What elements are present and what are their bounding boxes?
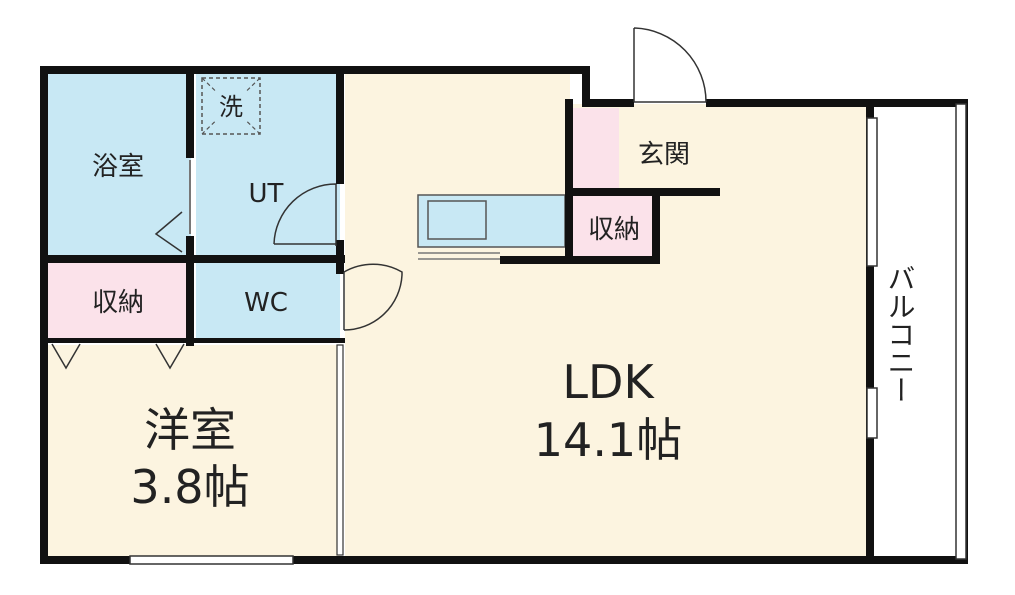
balcony-area (877, 104, 965, 559)
entrance-label: 玄関 (638, 140, 690, 170)
ldk-size: 14.1帖 (534, 413, 682, 467)
balcony-rail (955, 103, 967, 560)
bath-label: 浴室 (92, 152, 144, 182)
western-window (129, 555, 294, 565)
balcony-label: バルコニー (884, 264, 917, 404)
bath-area (45, 72, 191, 258)
entrance-step (573, 108, 619, 188)
western-room-area (45, 345, 340, 559)
washer-label: 洗 (219, 93, 243, 121)
kitchen-sink (427, 200, 487, 240)
closet-marker-left (51, 343, 81, 370)
storage-right-label: 収納 (588, 215, 640, 245)
western-room-size: 3.8帖 (130, 460, 249, 514)
utility-label: UT (249, 179, 284, 209)
storage-left-label: 収納 (92, 288, 144, 318)
washer-label-bg (213, 92, 249, 120)
door-swings (273, 27, 707, 331)
closet-marker-right (155, 343, 185, 370)
storage-right-area (573, 196, 655, 258)
toilet-label: WC (244, 288, 288, 318)
western-room-label: 洋室 (144, 403, 236, 457)
toilet-area (196, 263, 340, 340)
western-sliding-door (336, 344, 344, 556)
storage-left-area (45, 263, 191, 340)
ldk-label: LDK (562, 355, 655, 409)
bath-door-marker (154, 211, 183, 253)
washer-box (201, 77, 261, 135)
ldk-windows (866, 117, 878, 439)
